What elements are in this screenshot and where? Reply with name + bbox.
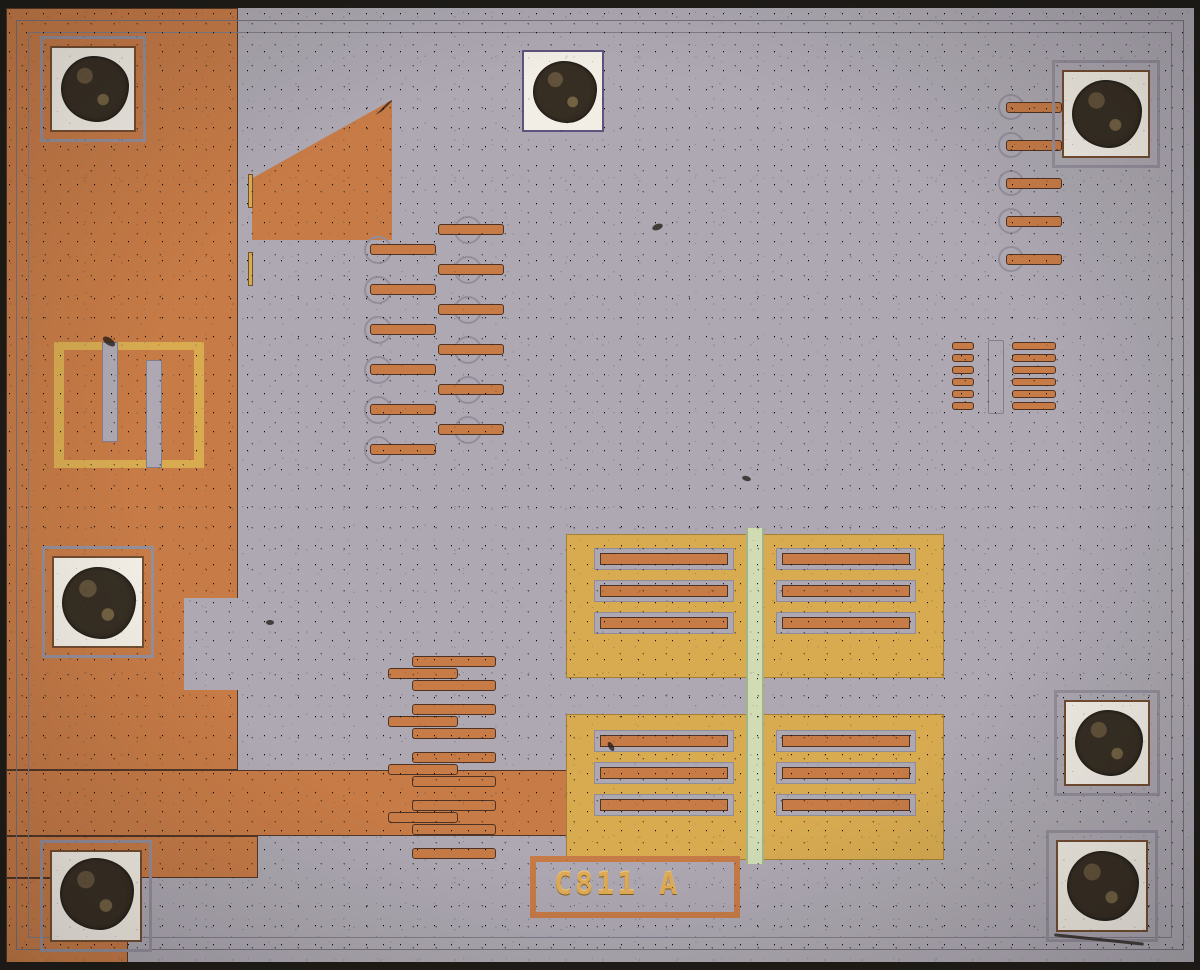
pad-right-lower[interactable] xyxy=(1064,700,1150,786)
bond-residue xyxy=(1067,851,1139,921)
pad-ring-top-left xyxy=(40,36,146,142)
bond-residue xyxy=(1072,80,1142,148)
pad-ring-bottom-left xyxy=(40,840,152,952)
pad-ring-right-lower xyxy=(1054,690,1160,796)
pad-ring-top-right xyxy=(1052,60,1160,168)
scribe-edge-right xyxy=(1191,0,1200,970)
pad-left-middle[interactable] xyxy=(52,556,144,648)
bond-residue xyxy=(1075,710,1143,776)
bond-residue xyxy=(60,858,134,930)
pad-right-bottom[interactable] xyxy=(1056,840,1148,932)
bond-residue xyxy=(62,567,136,639)
pad-top-right[interactable] xyxy=(1062,70,1150,158)
bond-residue xyxy=(61,56,129,122)
debris-speck-4 xyxy=(266,620,274,625)
pad-bottom-left[interactable] xyxy=(50,850,142,942)
pad-ring-left-middle xyxy=(42,546,154,658)
pad-top-center[interactable] xyxy=(522,50,604,132)
pad-top-left[interactable] xyxy=(50,46,136,132)
scribe-edge-left xyxy=(0,0,9,970)
die-surface: C811 A xyxy=(6,8,1194,962)
bond-residue xyxy=(533,61,597,123)
